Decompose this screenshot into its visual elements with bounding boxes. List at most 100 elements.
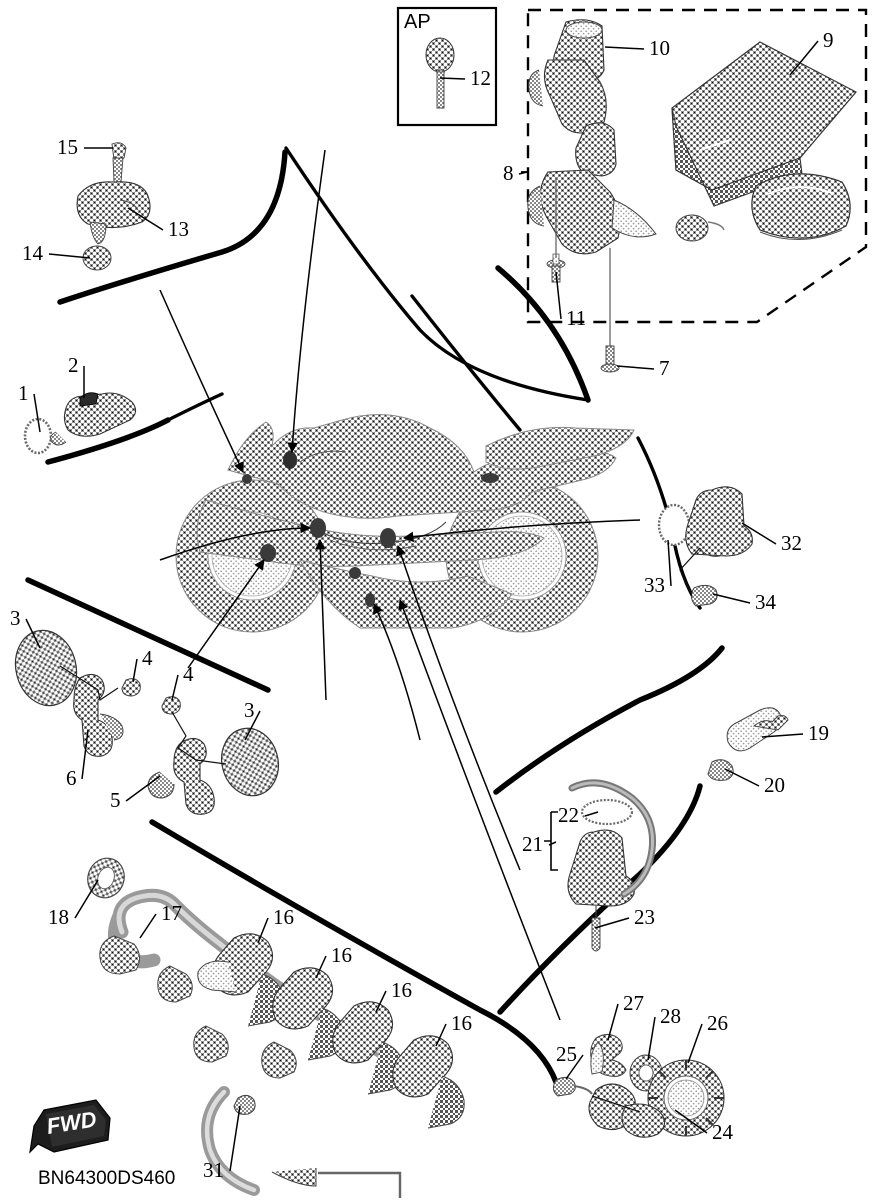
callout-7: 7	[659, 356, 670, 380]
leader-line-8	[518, 171, 528, 175]
part-24-shape	[588, 1041, 666, 1138]
leader-line-13	[127, 207, 164, 231]
part-5-shape	[147, 737, 215, 815]
part-26-shape	[647, 1059, 725, 1137]
callout-19: 19	[808, 721, 829, 745]
leader-line-22	[584, 811, 599, 817]
assembly-link-right	[171, 711, 227, 765]
part-21-bracket	[544, 811, 558, 871]
leader-line-27	[607, 1003, 619, 1041]
callout-16: 16	[331, 943, 352, 967]
callout-23: 23	[634, 905, 655, 929]
callout-26: 26	[707, 1011, 728, 1035]
leader-line-28	[647, 1016, 656, 1061]
callout-4: 4	[183, 662, 194, 686]
motorcycle-silhouette	[175, 414, 635, 633]
leader-line-16	[435, 1023, 447, 1047]
callout-12: 12	[470, 66, 491, 90]
assembly-link-left	[59, 665, 119, 701]
callout-25: 25	[556, 1042, 577, 1066]
leader-line-4	[171, 674, 179, 701]
callout-6: 6	[66, 766, 77, 790]
callout-34: 34	[755, 590, 776, 614]
part-6-shape	[73, 673, 124, 757]
harness-connectors	[99, 935, 297, 1079]
part-22-shape	[580, 798, 634, 826]
bottom-connector-shape	[271, 1168, 317, 1187]
callout-leader-lines	[25, 40, 819, 1172]
leader-line-9	[789, 40, 819, 76]
leader-line-3	[244, 710, 261, 741]
assembly-link-32	[679, 547, 701, 597]
callout-24: 24	[712, 1120, 733, 1144]
part-20-shape	[707, 759, 734, 781]
callout-20: 20	[764, 773, 785, 797]
leader-line-34	[712, 593, 751, 604]
part-11-shape	[546, 253, 566, 283]
leader-line-25	[565, 1054, 584, 1080]
part-32-shape	[685, 486, 753, 557]
part-31-shape	[233, 1094, 256, 1115]
leader-line-7	[616, 365, 655, 370]
part-19-shape	[726, 707, 789, 752]
bike-pointer-arrows	[159, 149, 641, 1021]
part-10-shape	[528, 19, 607, 134]
part-15-shape	[111, 142, 127, 186]
callout-32: 32	[781, 531, 802, 555]
callout-4: 4	[142, 646, 153, 670]
callout-3: 3	[244, 698, 255, 722]
leader-line-24	[674, 1109, 708, 1134]
part-21-body-shape	[567, 829, 635, 907]
bike-mounted-component-markers	[242, 451, 499, 607]
leader-line-26	[687, 1023, 703, 1064]
part-13-shape	[76, 181, 151, 245]
leader-line-17	[139, 913, 157, 939]
diagram-id-code: BN64300DS460	[38, 1168, 176, 1189]
leader-line-12	[439, 77, 466, 80]
callout-8: 8	[503, 161, 514, 185]
callout-21: 21	[522, 832, 543, 856]
callout-27: 27	[623, 991, 644, 1015]
leader-line-5	[125, 775, 161, 802]
leader-line-19	[761, 733, 804, 738]
callout-16: 16	[273, 905, 294, 929]
part-3-left-shape	[14, 629, 78, 707]
leader-line-16	[315, 955, 327, 979]
leader-line-16	[375, 990, 387, 1013]
part-33-shape	[657, 503, 691, 547]
part-34-shape	[690, 584, 718, 607]
leader-line-3	[25, 618, 41, 649]
part-18-shape	[87, 857, 125, 899]
ap-inset-label: AP	[404, 11, 431, 33]
callout-5: 5	[110, 788, 121, 812]
leader-line-21	[548, 841, 557, 846]
callout-22: 22	[558, 803, 579, 827]
part-16-coils	[197, 933, 465, 1129]
leader-line-11	[555, 271, 562, 320]
callout-18: 18	[48, 905, 69, 929]
callout-16: 16	[391, 978, 412, 1002]
callout-31: 31	[203, 1158, 224, 1182]
callout-1: 1	[18, 381, 29, 405]
callout-14: 14	[22, 241, 43, 265]
part-4-left-shape	[121, 678, 141, 697]
leader-line-18	[74, 879, 99, 919]
callout-28: 28	[660, 1004, 681, 1028]
part-4-right-shape	[161, 696, 181, 715]
leader-line-33	[667, 539, 672, 587]
callout-3: 3	[10, 606, 21, 630]
leader-line-6	[81, 729, 89, 780]
callout-11: 11	[566, 306, 587, 330]
leader-line-20	[724, 768, 760, 787]
leader-line-16	[257, 917, 269, 944]
callout-9: 9	[823, 28, 834, 52]
clipped-bottom-bracket	[318, 1171, 402, 1198]
leader-line-14	[48, 253, 91, 259]
callout-17: 17	[161, 901, 182, 925]
callout-2: 2	[68, 353, 79, 377]
leader-line-23	[594, 917, 630, 929]
callout-10: 10	[649, 36, 670, 60]
leader-line-31	[229, 1105, 241, 1172]
ap-inset-box	[396, 6, 498, 127]
